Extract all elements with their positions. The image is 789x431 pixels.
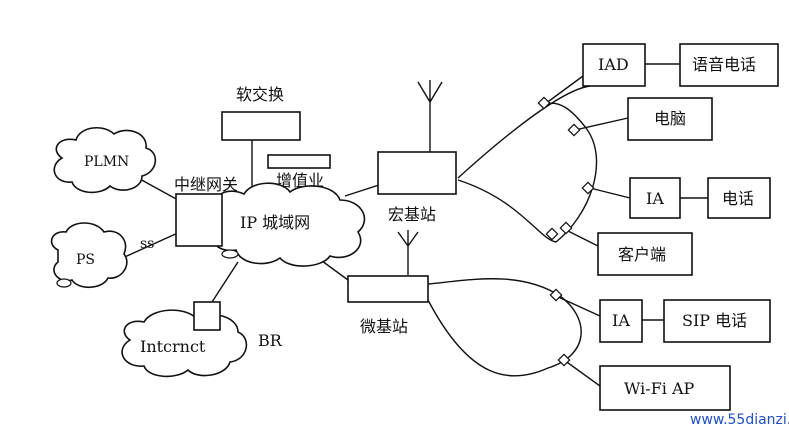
connector-marker (567, 123, 581, 137)
br-label: BR (258, 331, 283, 350)
ip-cloud (211, 182, 366, 267)
macro-antenna (417, 80, 443, 152)
connection-lines (117, 63, 708, 387)
pc-box (627, 97, 713, 141)
micro-bs-box (347, 275, 429, 303)
ia-box-2 (599, 299, 643, 343)
micro-ia-link (555, 295, 601, 317)
wifi-ap-label: Wi-Fi AP (624, 379, 695, 398)
ps-gateway-link (117, 231, 181, 261)
br-box (193, 301, 221, 331)
ia-box-1 (629, 177, 681, 219)
ip-port (221, 249, 239, 259)
connector-marker (537, 96, 551, 110)
macro-iad-link (544, 75, 584, 105)
internet-label: Intcrnct (140, 337, 206, 356)
connector-marker (557, 353, 571, 367)
ia-label-1: IA (646, 189, 664, 208)
micro-antenna (397, 230, 419, 275)
iad-label: IAD (598, 55, 629, 74)
connector-marker (559, 221, 573, 235)
ps-port (56, 278, 72, 288)
voice-phone-box (679, 43, 779, 87)
value-added-label: 增值业 (276, 171, 324, 190)
micro-coverage (427, 278, 582, 377)
sip-phone-box (663, 299, 771, 343)
connector-markers (537, 96, 595, 367)
pc-label: 电脑 (654, 109, 686, 128)
macro-client-link (565, 229, 599, 247)
macro-pc-link (574, 117, 629, 131)
ip-br-link (211, 261, 239, 303)
ip-macro-link (344, 183, 383, 197)
client-label: 客户端 (618, 245, 666, 264)
macro-ia-link (589, 187, 631, 199)
ps-cloud (50, 222, 128, 289)
trunk-gateway-label: 中继网关 (174, 175, 238, 194)
macro-bs-box (377, 151, 457, 195)
softswitch-label: 软交换 (236, 85, 284, 104)
plmn-label: PLMN (84, 154, 129, 170)
phone-box (707, 177, 771, 219)
connector-marker (549, 288, 563, 302)
sip-phone-label: SIP 电话 (682, 311, 747, 330)
connector-marker (545, 227, 559, 241)
iad-box (582, 43, 646, 87)
plmn-gateway-link (137, 177, 179, 201)
diagram-labels: 软交换 增值业 中继网关 PLMN PS ss IP 城域网 宏基站 微基站 I… (76, 55, 756, 398)
ia-label-2: IA (612, 311, 630, 330)
trunk-gateway-box (175, 193, 223, 247)
macro-bs-label: 宏基站 (388, 205, 436, 224)
softswitch-box (221, 111, 301, 141)
macro-coverage (457, 85, 598, 243)
plmn-cloud (53, 127, 157, 194)
ip-metro-label: IP 城域网 (240, 213, 310, 232)
micro-wifi-link (563, 359, 601, 387)
client-box (597, 232, 693, 276)
ss-label: ss (140, 236, 154, 252)
ps-label: PS (76, 252, 95, 268)
phone-label: 电话 (722, 189, 754, 208)
connector-marker (581, 181, 595, 195)
micro-bs-label: 微基站 (360, 317, 408, 336)
voice-phone-label: 语音电话 (692, 55, 756, 74)
watermark: www.55dianzi.com (690, 412, 789, 428)
wifi-ap-box (599, 365, 731, 411)
value-added-box (267, 154, 331, 169)
